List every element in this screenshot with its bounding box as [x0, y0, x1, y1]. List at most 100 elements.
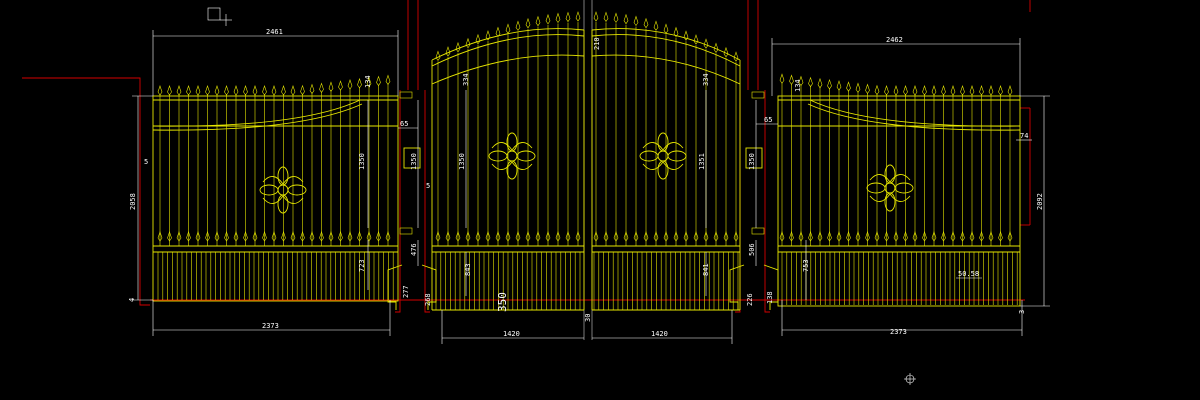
spear-finial — [309, 83, 315, 95]
spear-finial — [912, 85, 918, 96]
spear-finial — [357, 77, 362, 89]
spear-finial — [575, 11, 581, 22]
spear-finial — [309, 231, 315, 242]
spear-finial — [176, 231, 182, 242]
dim-right-base-mark: 50.58 — [958, 270, 979, 278]
dim-left-low: 723 — [358, 259, 366, 272]
spear-finial — [195, 231, 201, 242]
dim-right-pillar-gap: 65 — [764, 116, 772, 124]
spear-finial — [445, 46, 451, 57]
spear-finial — [445, 231, 451, 242]
spear-finial — [613, 12, 619, 23]
spear-finial — [575, 231, 581, 242]
dimension-labels: 2461 2462 2373 2373 1420 1420 2058 2092 … — [128, 28, 1044, 338]
spear-finial — [505, 231, 511, 242]
right-fence-panel — [777, 73, 1021, 307]
spear-finial — [713, 42, 719, 53]
spear-finial — [893, 85, 899, 96]
spear-finial — [455, 231, 461, 242]
spear-finial — [252, 85, 258, 96]
spear-finial — [855, 82, 861, 93]
dim-pillar-right-upper: 1350 — [748, 153, 756, 170]
spear-finial — [525, 17, 531, 29]
spear-finial — [827, 231, 832, 242]
spear-finial — [328, 81, 334, 92]
spear-finial — [865, 231, 870, 242]
dim-left-side-offset: 5 — [144, 158, 148, 166]
pillar-stepped-bases — [387, 91, 779, 310]
spear-finial — [960, 231, 965, 242]
spear-finial — [893, 231, 899, 242]
spear-finial — [262, 231, 267, 242]
spear-finial — [385, 231, 391, 242]
spear-finial — [673, 231, 679, 242]
dim-left-base-277: 277 — [402, 285, 410, 298]
cad-cursor-icon — [207, 7, 232, 26]
spear-finial — [366, 231, 372, 242]
dim-pillar-right-506: 506 — [748, 243, 756, 256]
spear-finial — [485, 231, 491, 242]
spear-finial — [319, 82, 324, 93]
spear-finial — [723, 46, 729, 58]
spear-finial — [931, 85, 937, 96]
dim-left-small-tick: 4 — [128, 298, 136, 302]
spear-finial — [643, 231, 649, 242]
dim-center-gap-30: 30 — [584, 314, 592, 322]
left-fence-panel — [152, 74, 399, 302]
spear-finial — [874, 231, 880, 242]
spear-finial — [653, 231, 659, 242]
spear-finial — [224, 85, 229, 96]
spear-finial — [941, 85, 946, 96]
spear-finial — [555, 231, 561, 242]
spear-finial — [281, 231, 286, 242]
spear-finial — [998, 231, 1003, 242]
spear-finial — [376, 231, 381, 242]
spear-finial — [357, 231, 362, 242]
dim-right-base-226: 226 — [746, 293, 754, 306]
spear-finial — [205, 231, 210, 242]
spear-finial — [603, 231, 609, 242]
spear-finial — [505, 23, 511, 34]
spear-finial — [186, 231, 191, 242]
spear-finial — [798, 75, 804, 87]
spear-finial — [912, 231, 918, 242]
dim-center-top: 210 — [593, 37, 601, 50]
spear-finial — [338, 231, 343, 242]
dim-right-arch-rise: 334 — [702, 73, 710, 86]
spear-finial — [733, 51, 739, 62]
spear-finial — [475, 231, 481, 242]
spear-finial — [817, 231, 823, 242]
dimension-lines — [132, 30, 1050, 344]
dim-bottom-right-width: 2373 — [890, 328, 907, 336]
spear-finial — [465, 231, 471, 242]
spear-finial — [243, 85, 248, 96]
spear-finial — [798, 231, 804, 242]
spear-finial — [300, 231, 305, 242]
spear-finial — [271, 231, 277, 242]
spear-finial — [545, 13, 551, 25]
spear-finial — [874, 84, 880, 96]
spear-finial — [789, 231, 794, 242]
spear-finial — [663, 23, 669, 34]
spear-finial — [233, 85, 239, 96]
spear-finial — [233, 231, 239, 242]
spear-finial — [214, 85, 220, 96]
spear-finial — [465, 37, 471, 49]
spear-finial — [195, 85, 201, 96]
dim-pillar-left-upper: 1350 — [410, 153, 418, 170]
spear-finial — [475, 33, 481, 45]
spear-finial — [663, 231, 669, 242]
spear-finial — [827, 78, 832, 90]
dim-left-pillar-gap: 65 — [400, 120, 408, 128]
spear-finial — [366, 76, 372, 88]
ucs-origin-icon — [904, 373, 916, 385]
spear-finial — [683, 231, 689, 242]
spear-finial — [733, 231, 739, 242]
spear-finial — [593, 11, 599, 22]
spear-finial — [535, 231, 541, 242]
dim-center-left-height: 1350 — [458, 153, 466, 170]
spear-finial — [979, 85, 984, 96]
spear-finial — [281, 85, 286, 96]
spear-finial — [535, 15, 541, 27]
